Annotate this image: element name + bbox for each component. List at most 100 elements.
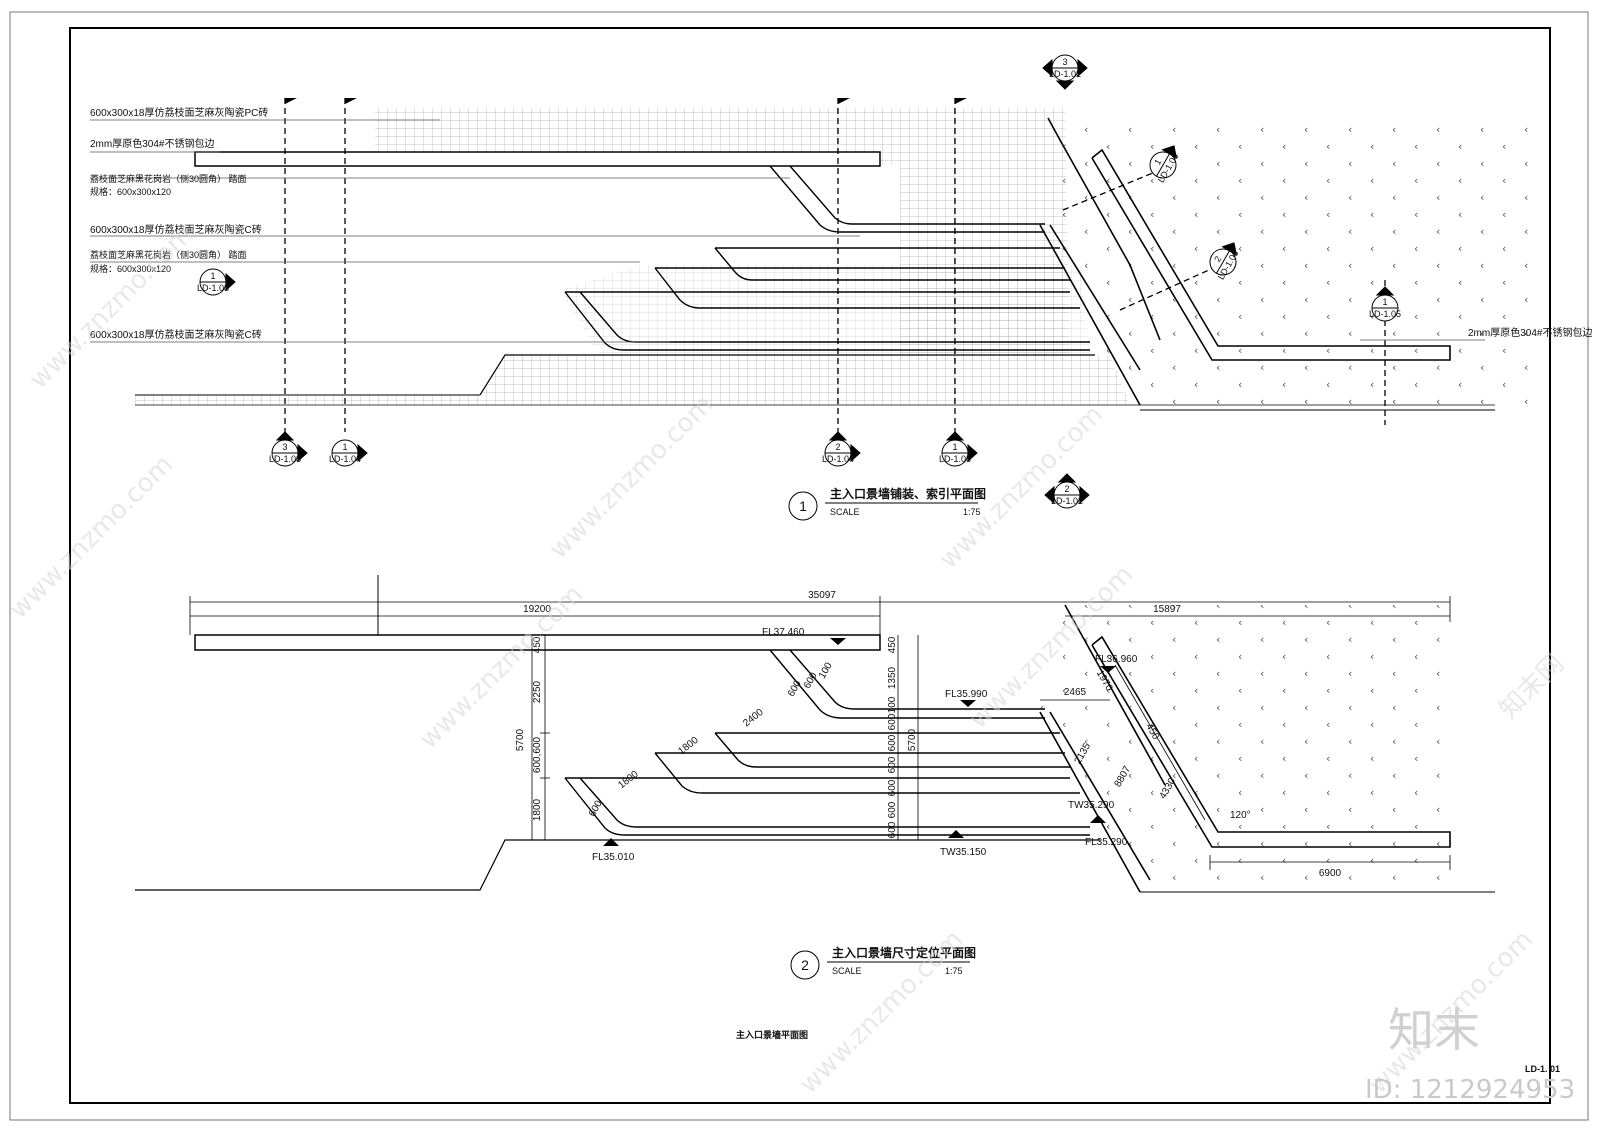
callout-2: 1 LD-1.04	[329, 439, 368, 467]
callout-bubbles: 3 LD-1.03 1 LD-1.04 2 LD-1.04 1 LD-1.05 …	[197, 54, 1401, 509]
angle-label: 120°	[1230, 810, 1251, 821]
svg-text:LD-1.04: LD-1.04	[822, 454, 854, 464]
material-label: 规格：600x300x120	[90, 263, 171, 274]
dim-2400: 2400	[741, 707, 766, 730]
dim-left: 19200	[523, 604, 551, 615]
plan-2: 35097 19200 15897 FL37.460	[135, 575, 1495, 980]
plan-2-title: 2 主入口景墙尺寸定位平面图 SCALE 1:75	[790, 945, 976, 980]
overall-dims	[189, 596, 1451, 635]
mid-dims	[897, 635, 919, 840]
angled-wall	[1039, 117, 1451, 406]
dim-1800a: 1800	[676, 735, 701, 758]
left-dims	[531, 635, 550, 840]
svg-text:1: 1	[1152, 157, 1163, 166]
material-label: 600x300x18厚仿荔枝面芝麻灰陶瓷C砖	[90, 328, 262, 341]
svg-text:600: 600	[887, 779, 898, 796]
svg-text:600: 600	[587, 798, 605, 818]
watermark-id: ID: 1212924953	[1365, 1075, 1575, 1105]
material-labels: 600x300x18厚仿荔枝面芝麻灰陶瓷PC砖 2mm厚原色304#不锈钢包边 …	[90, 106, 1592, 341]
section-flags	[285, 98, 967, 104]
svg-text:www.znzmo.com: www.znzmo.com	[544, 390, 719, 565]
plan-1-title-text: 主入口景墙铺装、索引平面图	[830, 486, 986, 501]
svg-text:2: 2	[801, 957, 809, 973]
dim-right: 15897	[1153, 604, 1181, 615]
plan-1: 600x300x18厚仿荔枝面芝麻灰陶瓷PC砖 2mm厚原色304#不锈钢包边 …	[90, 54, 1592, 521]
svg-text:600: 600	[887, 821, 898, 838]
material-label: 荔枝面芝麻黑花岗岩（侧30圆角） 踏面	[90, 173, 247, 184]
sheet-title-block: 主入口景墙平面图	[736, 1029, 808, 1040]
top-wall	[194, 151, 881, 167]
dim-1800b: 1800	[616, 769, 641, 792]
svg-text:LD-1.02: LD-1.02	[1051, 496, 1083, 506]
callout-3: 2 LD-1.04	[822, 431, 861, 467]
callout-6: 2 LD-1.02	[1044, 473, 1090, 509]
svg-text:www.znzmo.com: www.znzmo.com	[4, 450, 179, 625]
callout-10: 1 LD-1.05	[1369, 286, 1401, 322]
svg-text:6900: 6900	[1319, 868, 1342, 879]
plan-1-title: 1 主入口景墙铺装、索引平面图 SCALE 1:75	[788, 486, 986, 521]
svg-text:1: 1	[799, 498, 807, 514]
drawing-border	[69, 27, 1551, 1104]
svg-text:2: 2	[1064, 484, 1069, 494]
svg-text:600: 600	[887, 734, 898, 751]
callout-7: 1 LD-1.03	[197, 268, 236, 296]
svg-text:www.znzmo.com: www.znzmo.com	[24, 220, 199, 395]
material-label: 600x300x18厚仿荔枝面芝麻灰陶瓷PC砖	[90, 106, 268, 119]
sheet-number: LD-1. 01	[1525, 1064, 1560, 1074]
dim-2250: 2250	[532, 680, 543, 703]
svg-text:600: 600	[786, 678, 804, 698]
callout-4: 1 LD-1.05	[939, 431, 978, 467]
svg-text:SCALE: SCALE	[832, 966, 862, 976]
svg-text:LD-1.05: LD-1.05	[939, 454, 971, 464]
svg-text:600: 600	[887, 756, 898, 773]
svg-text:600: 600	[887, 801, 898, 818]
paving-grid	[135, 108, 1130, 405]
level-markers: FL36.960 FL35.990 TW35.290 FL35.290 TW35…	[592, 654, 1138, 863]
plan-2-title-text: 主入口景墙尺寸定位平面图	[832, 945, 976, 960]
dim-5700: 5700	[515, 728, 526, 751]
material-leaders	[90, 119, 1485, 343]
sheet-edge	[9, 11, 1589, 1121]
level-fl1: FL37.460	[762, 627, 805, 638]
material-label: 规格：600x300x120	[90, 186, 171, 197]
svg-text:3: 3	[1062, 57, 1067, 67]
svg-text:2465: 2465	[1064, 687, 1087, 698]
dim-600-600: 600,600	[532, 736, 543, 773]
svg-text:LD-1.02: LD-1.02	[1049, 69, 1081, 79]
svg-text:TW35.150: TW35.150	[940, 847, 987, 858]
svg-text:1:75: 1:75	[963, 507, 981, 517]
dim-total: 35097	[808, 590, 836, 601]
svg-text:2: 2	[1212, 254, 1223, 263]
svg-text:TW35.290: TW35.290	[1068, 800, 1115, 811]
svg-text:知末网: 知末网	[1494, 649, 1570, 725]
top-wall-2	[194, 634, 881, 651]
svg-text:FL35.010: FL35.010	[592, 852, 635, 863]
callout-1: 3 LD-1.03	[269, 431, 308, 467]
material-label: 荔枝面芝麻黑花岗岩（侧30圆角） 踏面	[90, 249, 247, 260]
svg-text:450: 450	[887, 636, 898, 653]
svg-text:100: 100	[817, 660, 835, 680]
svg-text:2: 2	[835, 442, 840, 452]
svg-text:LD-1.04: LD-1.04	[329, 454, 361, 464]
dim-1800v: 1800	[532, 798, 543, 821]
svg-text:FL35.990: FL35.990	[945, 689, 988, 700]
dim-450a: 450	[532, 636, 543, 653]
svg-text:LD-1.03: LD-1.03	[197, 283, 229, 293]
steps	[564, 165, 1090, 351]
svg-text:5700: 5700	[907, 728, 918, 751]
svg-text:1: 1	[210, 271, 215, 281]
svg-text:FL36.960: FL36.960	[1095, 654, 1138, 665]
watermark-logo: 知末	[1388, 1003, 1480, 1057]
right-dims	[1040, 664, 1451, 870]
svg-text:1: 1	[342, 442, 347, 452]
svg-text:FL35.290: FL35.290	[1085, 837, 1128, 848]
angled-wall-2	[1039, 604, 1451, 893]
svg-text:www.znzmo.com: www.znzmo.com	[414, 580, 589, 755]
svg-text:100: 100	[887, 696, 898, 713]
svg-text:1350: 1350	[887, 666, 898, 689]
material-label: 600x300x18厚仿荔枝面芝麻灰陶瓷C砖	[90, 223, 262, 236]
svg-text:SCALE: SCALE	[830, 507, 860, 517]
svg-text:1: 1	[1382, 297, 1387, 307]
svg-text:600: 600	[887, 713, 898, 730]
